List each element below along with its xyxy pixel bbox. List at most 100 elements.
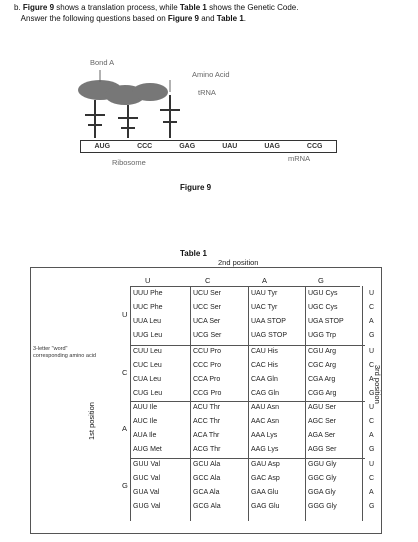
codon-cell: CGG Arg [308,390,337,397]
codon-cell: AUC Ile [133,418,158,425]
codon-cell: GUA Val [133,489,160,496]
trna-shape-2 [118,105,138,138]
codon-cell: AGC Ser [308,418,337,425]
third-position-letter: G [369,332,375,339]
codon-cell: AUG Met [133,446,162,453]
codon-cell: ACU Thr [193,404,221,411]
codon-cell: GUC Val [133,475,161,482]
row-header: A [122,424,128,433]
fig-ref-2: Figure 9 [167,13,199,23]
codon-cell: UAG STOP [251,332,288,339]
codon-cell: CCG Pro [193,390,222,397]
codon-cell: UUA Leu [133,318,162,325]
codon-cell: CUU Leu [133,348,162,355]
row-header: C [122,368,128,377]
trna-label: tRNA [198,88,216,97]
question-label: b. [14,3,21,12]
table-ref-2: Table 1 [216,13,244,23]
row-header: U [122,310,128,319]
codon-cell: CAC His [251,362,278,369]
codon-cell: GCG Ala [193,503,221,510]
codon-cell: GAG Glu [251,503,280,510]
table-grid-line [130,401,365,402]
mrna-label: mRNA [288,154,311,163]
trna-shape-3 [160,95,180,138]
codon-cell: CGC Arg [308,362,337,369]
third-position-letter: C [369,475,375,482]
col-header: U [145,276,151,285]
figure-9-caption: Figure 9 [180,183,212,192]
third-position-letter: C [369,418,375,425]
col-header: C [205,276,211,285]
codon-cell: GUG Val [133,503,161,510]
codon-cell: AGA Ser [308,432,336,439]
codon: GAG [179,143,196,150]
question-text-part: shows a translation process, while [54,3,180,12]
table-ref-1: Table 1 [179,3,207,12]
codon-cell: UUU Phe [133,290,163,297]
codon: AUG [94,143,111,150]
codon-cell: AUA Ile [133,432,157,439]
codon-cell: UAA STOP [251,318,286,325]
codon-cell: GGC Gly [308,475,337,482]
codon: UAG [264,143,280,150]
codon-cell: AUU Ile [133,404,158,411]
codon-cell: CGU Arg [308,348,337,355]
codon: CCC [137,143,153,150]
codon-cell: GCA Ala [193,489,220,496]
codon-cell: GUU Val [133,461,161,468]
codon-cell: UGU Cys [308,290,338,297]
codon-cell: CCU Pro [193,348,222,355]
codon-cell: UCA Ser [193,318,221,325]
third-position-letter: A [369,318,374,325]
row-header: G [122,481,128,490]
codon-cell: CAG Gln [251,390,280,397]
third-position-letter: U [369,461,375,468]
codon: CCG [306,143,323,150]
third-position-letter: G [369,503,375,510]
ribosome-label: Ribosome [112,158,146,167]
codon-cell: CCA Pro [193,376,221,383]
ribosome-subunit [132,83,168,101]
codon-cell: UGC Cys [308,304,338,311]
third-position-letter: U [369,290,375,297]
codon-cell: ACG Thr [193,446,221,453]
codon-cell: CAU His [251,348,278,355]
trna-shape-1 [85,100,105,138]
codon-cell: GAA Glu [251,489,279,496]
codon: UAU [222,143,238,150]
codon-cell: UAC Tyr [251,304,278,311]
codon-cell: AAU Asn [251,404,280,411]
codon-cell: GCU Ala [193,461,221,468]
third-position-letter: A [369,432,374,439]
codon-cell: GAC Asp [251,475,280,482]
second-position-label: 2nd position [218,258,259,267]
codon-cell: CUG Leu [133,390,163,397]
third-position-letter: U [369,404,375,411]
codon-cell: UGG Trp [308,332,337,339]
col-header: G [318,276,324,285]
codon-cell: GGU Gly [308,461,337,468]
codon-cell: AAA Lys [251,432,278,439]
codon-cell: CUC Leu [133,362,162,369]
bond-a-label: Bond A [90,58,115,67]
table-grid-line [130,345,365,346]
codon-cell: ACC Thr [193,418,221,425]
table-grid-line [362,286,363,521]
question-text-part: Answer the following questions based on [20,13,168,23]
codon-cell: UAU Tyr [251,290,278,297]
table-grid-line [130,286,131,521]
amino-acid-label: Amino Acid [192,70,230,79]
codon-cell: AAG Lys [251,446,279,453]
side-note-amino: corresponding amino acid [33,353,96,359]
table-grid-line [248,286,249,521]
codon-cell: UUG Leu [133,332,163,339]
codon-cell: GCC Ala [193,475,221,482]
codon-cell: ACA Thr [193,432,220,439]
table-grid-line [130,286,360,287]
third-position-letter: A [369,489,374,496]
table-1-caption: Table 1 [180,249,207,258]
third-position-letter: A [369,376,374,383]
table-grid-line [130,458,365,459]
codon-cell: CCC Pro [193,362,222,369]
